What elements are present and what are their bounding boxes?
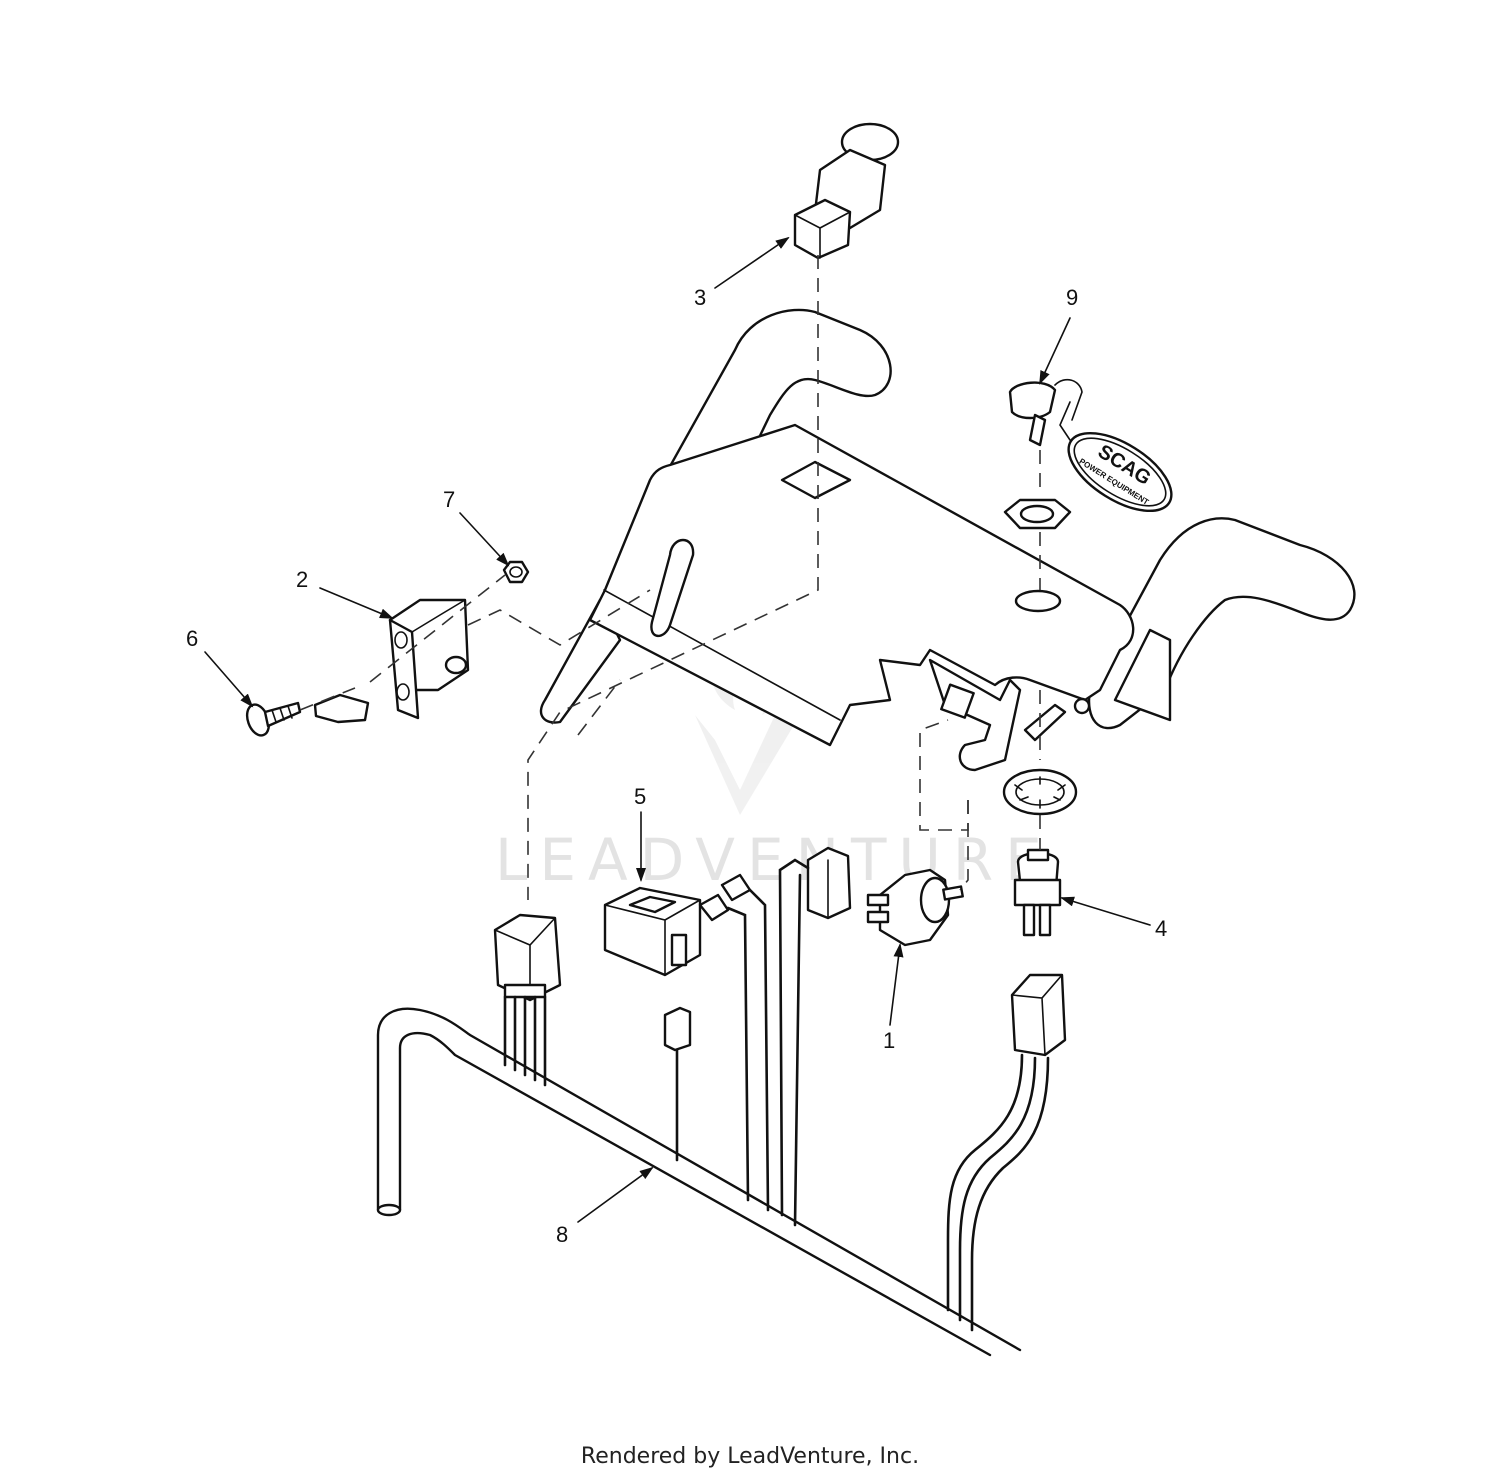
svg-text:2: 2 [296,567,308,592]
callout-3: 3 [694,236,790,310]
assembly-guide-lines [299,255,1041,900]
svg-text:9: 9 [1066,285,1078,310]
callout-4: 4 [1060,896,1167,941]
svg-text:3: 3 [694,285,706,310]
svg-text:5: 5 [634,784,646,809]
switch-4 [1002,703,1078,937]
callout-8: 8 [556,1166,654,1247]
svg-text:4: 4 [1155,916,1167,941]
hex-nut [1003,498,1072,530]
callout-6: 6 [186,626,254,708]
svg-text:1: 1 [883,1028,895,1053]
screw-6 [245,701,302,737]
callout-2: 2 [296,567,394,619]
callout-5: 5 [634,784,646,882]
svg-text:8: 8 [556,1222,568,1247]
wiring-harness-8 [376,846,1067,1357]
nut-7 [502,560,530,584]
control-panel-assembly [539,308,1356,772]
switch-1 [866,868,964,947]
switch-2 [313,598,470,724]
scag-keyfob: SCAG POWER EQUIPMENT [1067,431,1173,513]
callouts: 3 9 7 2 6 5 1 4 [186,236,1167,1247]
footer-credit: Rendered by LeadVenture, Inc. [581,1444,919,1469]
switch-3 [793,122,900,260]
key-9: SCAG POWER EQUIPMENT [1008,378,1173,513]
callout-1: 1 [883,943,904,1053]
callout-9: 9 [1039,285,1078,385]
watermark-text: LEADVENTURE [495,826,1054,894]
svg-text:7: 7 [443,487,455,512]
meter-5 [603,886,702,1052]
callout-7: 7 [443,487,510,567]
svg-text:6: 6 [186,626,198,651]
